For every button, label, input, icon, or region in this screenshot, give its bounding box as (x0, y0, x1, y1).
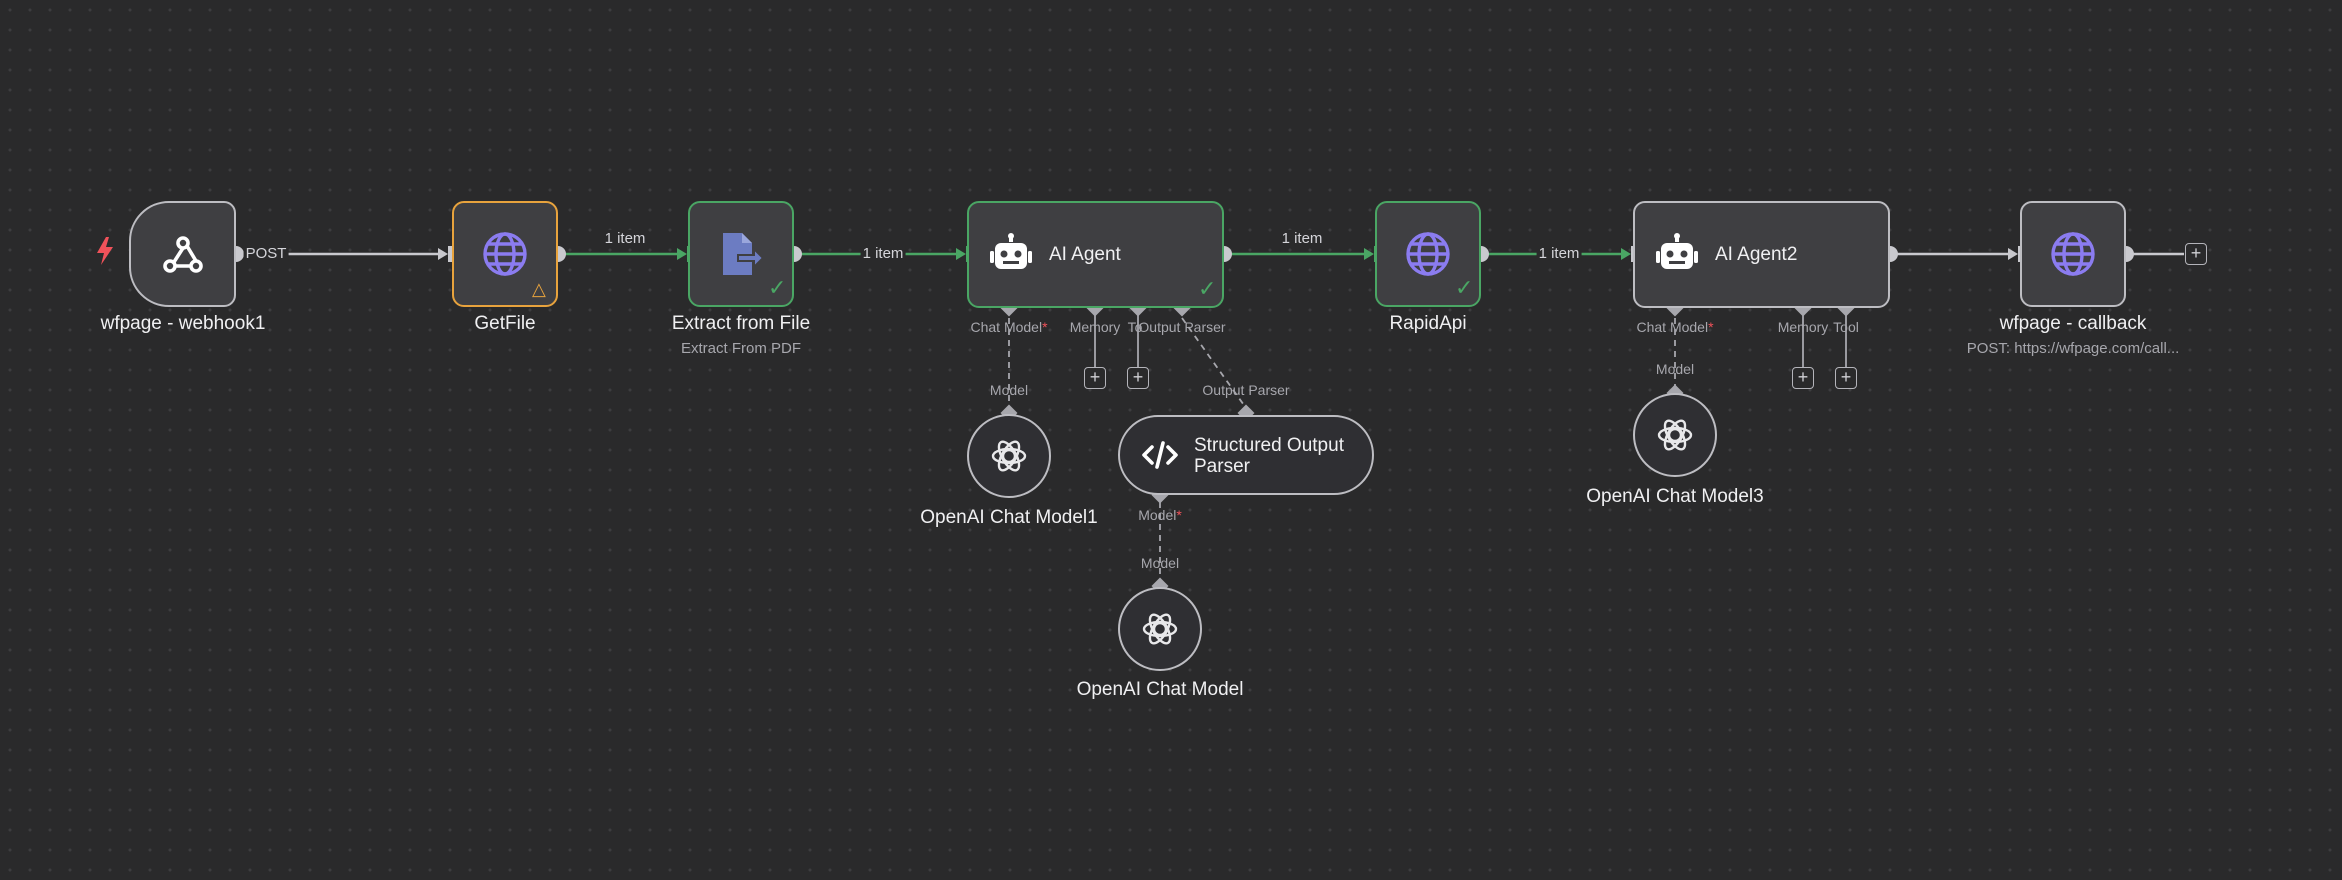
port-label-tool: To (1127, 319, 1143, 335)
add-tool-button[interactable]: + (1835, 367, 1857, 389)
port-label-tool: Tool (1833, 319, 1859, 335)
port-label-model: Model* (1138, 507, 1182, 523)
node-label-rapidapi: RapidApi (1389, 313, 1467, 334)
success-check-icon: ✓ (1198, 276, 1217, 301)
node-label-getfile: GetFile (474, 313, 536, 334)
arrow-rapidapi (1364, 248, 1374, 260)
arrow-agent2 (1621, 248, 1631, 260)
edge-label-getfile-extract: 1 item (602, 230, 648, 247)
add-node-button[interactable]: + (2185, 243, 2207, 265)
edge-label-post: POST (243, 245, 289, 262)
node-sublabel-callback: POST: https://wfpage.com/call... (1966, 340, 2180, 357)
robot-icon (989, 233, 1033, 277)
edge-label-extract-agent: 1 item (860, 245, 906, 262)
globe-icon (1377, 203, 1479, 305)
node-title-parser-line1: Structured Output (1194, 435, 1344, 456)
add-memory-button[interactable]: + (1084, 367, 1106, 389)
input-port-getfile[interactable] (448, 246, 453, 262)
port-label-memory: Memory (1777, 319, 1829, 335)
node-title-ai-agent: AI Agent (1049, 244, 1121, 265)
openai-icon (1635, 395, 1715, 475)
arrow-getfile (438, 248, 448, 260)
node-openai-chat-model[interactable] (1118, 587, 1202, 671)
node-ai-agent2[interactable]: AI Agent2 (1633, 201, 1890, 308)
openai-icon (969, 416, 1049, 496)
node-label-openai3: OpenAI Chat Model3 (1586, 486, 1764, 507)
node-label-openai0: OpenAI Chat Model (1076, 679, 1244, 700)
node-label-webhook: wfpage - webhook1 (100, 313, 266, 334)
port-label-output-parser: Output Parser (1202, 382, 1290, 398)
node-ai-agent[interactable]: AI Agent ✓ (967, 201, 1224, 308)
edge-label-agent-rapidapi: 1 item (1279, 230, 1325, 247)
node-callback[interactable] (2020, 201, 2126, 307)
node-sublabel-extract: Extract From PDF (680, 340, 802, 357)
code-icon (1140, 435, 1180, 475)
add-memory-button[interactable]: + (1792, 367, 1814, 389)
arrow-agent (956, 248, 966, 260)
trigger-bolt-icon (94, 236, 116, 273)
webhook-icon (131, 203, 234, 305)
success-check-icon: ✓ (768, 275, 787, 300)
node-label-openai1: OpenAI Chat Model1 (920, 507, 1098, 528)
globe-icon (454, 203, 556, 305)
port-label-chat-model: Chat Model* (1636, 319, 1714, 335)
port-label-output-parser: Output Parser (1138, 319, 1226, 335)
node-label-extract: Extract from File (671, 313, 811, 334)
port-label-chat-model: Chat Model* (970, 319, 1048, 335)
node-structured-output-parser[interactable]: Structured Output Parser (1118, 415, 1374, 495)
globe-icon (2022, 203, 2124, 305)
openai-icon (1120, 589, 1200, 669)
arrow-callback (2008, 248, 2018, 260)
port-label-model: Model (989, 382, 1029, 398)
arrow-extract (677, 248, 687, 260)
edge-label-rapidapi-agent2: 1 item (1536, 245, 1582, 262)
add-tool-button[interactable]: + (1127, 367, 1149, 389)
file-export-icon (690, 203, 792, 305)
robot-icon (1655, 233, 1699, 277)
node-getfile[interactable]: △ (452, 201, 558, 307)
node-openai-chat-model1[interactable] (967, 414, 1051, 498)
port-label-model: Model (1140, 555, 1180, 571)
success-check-icon: ✓ (1455, 275, 1474, 300)
node-webhook[interactable] (129, 201, 236, 307)
node-label-callback: wfpage - callback (1999, 313, 2147, 334)
node-extract-from-file[interactable]: ✓ (688, 201, 794, 307)
warning-icon: △ (532, 279, 546, 299)
node-title-ai-agent2: AI Agent2 (1715, 244, 1798, 265)
node-title-parser-line2: Parser (1194, 456, 1250, 477)
node-rapidapi[interactable]: ✓ (1375, 201, 1481, 307)
edge-parser-agent[interactable] (1181, 317, 1247, 409)
port-label-model: Model (1655, 361, 1695, 377)
node-openai-chat-model3[interactable] (1633, 393, 1717, 477)
port-label-memory: Memory (1069, 319, 1121, 335)
